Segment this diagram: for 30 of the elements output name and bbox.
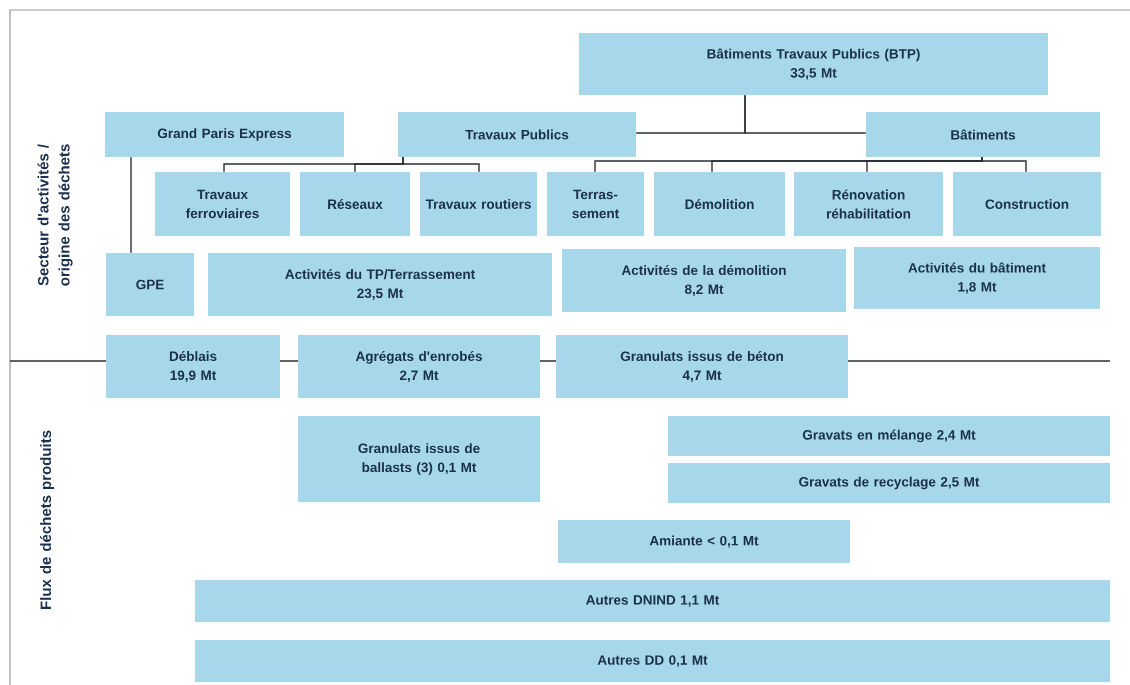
box: Activités de la démolition 8,2 Mt [562, 249, 846, 312]
box: Grand Paris Express [105, 112, 344, 157]
box: Granulats issus de béton 4,7 Mt [556, 335, 848, 398]
box: Construction [953, 172, 1101, 236]
connector [981, 156, 1027, 173]
box: Déblais 19,9 Mt [106, 335, 280, 398]
box: Autres DD 0,1 Mt [195, 640, 1110, 682]
box: Bâtiments Travaux Publics (BTP) 33,5 Mt [579, 33, 1048, 95]
box: GPE [106, 253, 194, 316]
box: Rénovation réhabilitation [794, 172, 943, 236]
box: Activités du TP/Terrassement 23,5 Mt [208, 253, 552, 316]
box: Agrégats d'enrobés 2,7 Mt [298, 335, 540, 398]
connector [402, 156, 480, 173]
box: Travaux ferroviaires [155, 172, 290, 236]
box: Amiante < 0,1 Mt [558, 520, 850, 563]
box: Gravats en mélange 2,4 Mt [668, 416, 1110, 456]
box: Granulats issus de ballasts (3) 0,1 Mt [298, 416, 540, 502]
connector [130, 156, 132, 254]
box: Démolition [654, 172, 785, 236]
box: Bâtiments [866, 112, 1100, 157]
box: Travaux routiers [420, 172, 537, 236]
box: Réseaux [300, 172, 410, 236]
box: Travaux Publics [398, 112, 636, 157]
box: Activités du bâtiment 1,8 Mt [854, 247, 1100, 309]
connector [744, 94, 867, 134]
axis-title: Secteur d'activités / origine des déchets [37, 144, 73, 286]
box: Autres DNIND 1,1 Mt [195, 580, 1110, 622]
axis-title: Flux de déchets produits [39, 430, 55, 609]
box: Terras-sement [547, 172, 644, 236]
box: Gravats de recyclage 2,5 Mt [668, 463, 1110, 503]
